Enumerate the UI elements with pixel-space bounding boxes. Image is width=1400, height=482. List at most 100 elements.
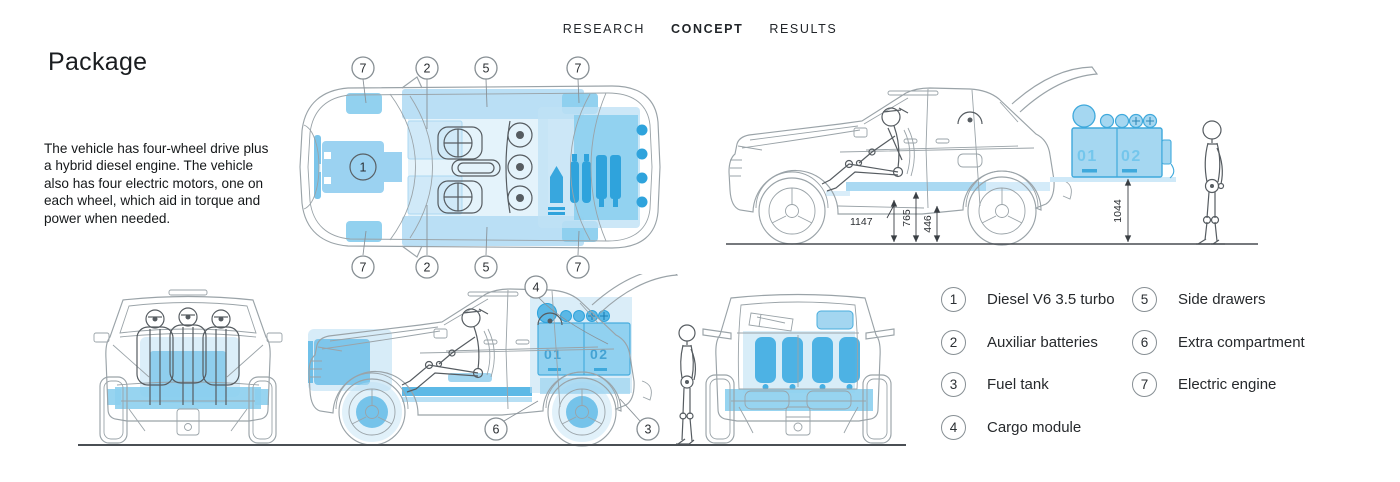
legend-label-4: Cargo module [987, 418, 1082, 436]
legend-num-2: 2 [941, 329, 966, 355]
legend-item-fuel-tank: 3 Fuel tank [941, 372, 1115, 397]
callout-2: 2 [424, 61, 431, 75]
legend-label-1: Diesel V6 3.5 turbo [987, 291, 1115, 308]
cargo-module: 01 02 [1050, 104, 1176, 182]
battery-panel [407, 175, 463, 215]
callout-7: 7 [575, 260, 582, 274]
callout-6: 6 [493, 422, 500, 436]
legend-item-batteries: 2 Auxiliar batteries [941, 329, 1115, 355]
side-view-dimensioned: 01 02 [726, 66, 1258, 246]
floor-highlight [846, 182, 986, 191]
rear-wheel [547, 377, 617, 447]
legend-num-3: 3 [941, 372, 966, 397]
top-view-seats [437, 120, 533, 214]
seated-mannequin [821, 107, 983, 192]
legend-label-2: Auxiliar batteries [987, 333, 1098, 351]
battery-panel [407, 120, 463, 160]
side-highlights [308, 297, 632, 442]
callout-5: 5 [483, 61, 490, 75]
hitch [176, 408, 200, 436]
legend-label-5: Side drawers [1178, 291, 1266, 308]
cargo-label-01: 01 [1077, 148, 1098, 165]
seated-mannequin [401, 308, 563, 393]
vehicle-body [308, 274, 679, 416]
nav-research[interactable]: RESEARCH [562, 22, 645, 36]
electric-engine-pad [346, 221, 382, 242]
dim-1147: 1147 [850, 216, 873, 228]
cargo-tank-large [1072, 104, 1096, 128]
roof-rack [887, 90, 939, 96]
nav-concept[interactable]: CONCEPT [671, 22, 744, 36]
tire [705, 374, 735, 444]
legend-num-6: 6 [1132, 329, 1157, 355]
legend-column-2: 5 Side drawers 6 Extra compartment 7 Ele… [1132, 287, 1305, 415]
callout-3: 3 [645, 422, 652, 436]
legend-num-1: 1 [941, 287, 966, 312]
callout-7: 7 [360, 260, 367, 274]
electric-engine-pad [346, 93, 382, 114]
cargo-zone [538, 107, 648, 228]
intro-paragraph: The vehicle has four-wheel drive plus a … [44, 140, 269, 226]
tire [99, 376, 128, 444]
side-mirror [93, 332, 110, 343]
front-highlights [107, 337, 269, 409]
callout-7: 7 [575, 61, 582, 75]
top-view-highlights [314, 89, 648, 246]
legend-num-7: 7 [1132, 372, 1157, 397]
rear-view-diagram [702, 293, 895, 444]
top-view-body [299, 76, 661, 258]
roof-pod [168, 289, 208, 296]
legend-label-6: Extra compartment [1178, 333, 1305, 351]
dim-446: 446 [922, 215, 934, 233]
callout-4: 4 [533, 280, 540, 294]
floor-highlight-light [986, 182, 1050, 191]
legend-item-cargo-module: 4 Cargo module [941, 414, 1115, 440]
cargo-label-02: 02 [590, 346, 609, 362]
open-mirror-flaps [702, 328, 895, 340]
open-tailgate [1011, 66, 1099, 113]
mirror-top [401, 76, 423, 89]
callout-1: 1 [360, 160, 367, 174]
front-seated-mannequins [136, 307, 240, 405]
dimension-lines: 1147 765 446 1044 [850, 178, 1132, 243]
callout-5: 5 [483, 260, 490, 274]
top-view-callouts: 7 2 5 7 7 2 5 7 1 [349, 56, 590, 279]
callout-2: 2 [424, 260, 431, 274]
tire [862, 374, 892, 444]
tailgate-latch [1061, 179, 1072, 200]
legend-label-7: Electric engine [1178, 376, 1277, 393]
page-title: Package [48, 48, 148, 76]
dim-1044: 1044 [1112, 199, 1124, 223]
rear-wheel [967, 176, 1037, 246]
legend-item-extra-compartment: 6 Extra compartment [1132, 329, 1305, 355]
cargo-label-02: 02 [1121, 148, 1142, 165]
hitch [785, 406, 811, 436]
legend-item-side-drawers: 5 Side drawers [1132, 287, 1305, 312]
side-mirror [853, 127, 868, 138]
side-mirror [266, 332, 283, 343]
legend-item-electric-engine: 7 Electric engine [1132, 372, 1305, 397]
front-wheel [758, 177, 826, 245]
legend-num-5: 5 [1132, 287, 1157, 312]
engine-highlight [314, 339, 370, 385]
legend-item-diesel: 1 Diesel V6 3.5 turbo [941, 287, 1115, 312]
ground-line [78, 444, 906, 446]
top-nav: RESEARCH CONCEPT RESULTS [0, 22, 1400, 36]
legend-label-3: Fuel tank [987, 376, 1049, 393]
rear-body [702, 293, 895, 444]
nav-results[interactable]: RESULTS [769, 22, 838, 36]
side-view-callouts: 01 02 [308, 274, 698, 447]
tire [248, 376, 277, 444]
standing-mannequin [676, 324, 698, 446]
front-view-diagram [93, 289, 283, 444]
sill-highlight [826, 191, 850, 196]
callout-7: 7 [360, 61, 367, 75]
dim-765: 765 [901, 209, 913, 227]
floor-highlight [402, 387, 532, 396]
legend-column-1: 1 Diesel V6 3.5 turbo 2 Auxiliar batteri… [941, 287, 1115, 457]
front-body [93, 289, 283, 444]
legend-num-4: 4 [941, 414, 966, 440]
top-view-diagram: 7 2 5 7 7 2 5 7 1 [299, 56, 661, 279]
mirror-bottom [401, 245, 423, 258]
